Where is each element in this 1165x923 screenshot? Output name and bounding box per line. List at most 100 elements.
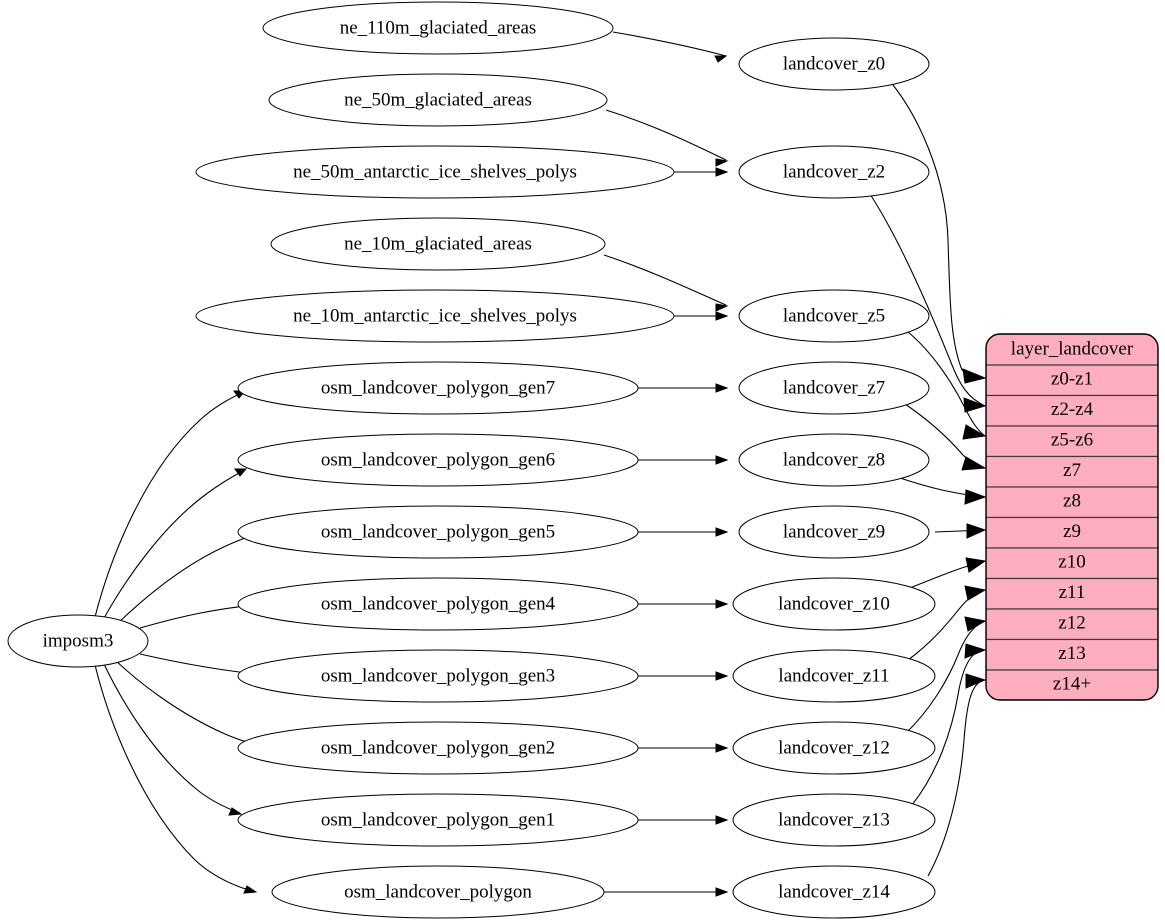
node-landcover-z14[interactable]: landcover_z14 [732, 865, 936, 919]
arrowhead-ne50mglac-to-z2 [715, 158, 729, 167]
node-osm-landcover-polygon-gen6[interactable]: osm_landcover_polygon_gen6 [237, 433, 639, 487]
node-osm-landcover-polygon-gen4-shape[interactable] [237, 577, 639, 631]
node-landcover-z7-shape[interactable] [738, 361, 930, 415]
node-landcover-z8[interactable]: landcover_z8 [738, 433, 930, 487]
arrowhead-imposm3-to-gen1 [228, 807, 243, 816]
node-ne-50m-glaciated-areas-label: ne_50m_glaciated_areas [344, 89, 532, 110]
table-row-label-z13: z13 [1058, 643, 1085, 664]
node-osm-landcover-polygon-gen3-shape[interactable] [237, 649, 639, 703]
edge-ne50mglac-to-z2 [605, 109, 727, 161]
edge-imposm3-to-polygon [94, 664, 256, 893]
table-row-cell[interactable] [986, 364, 1158, 397]
table-row-cell[interactable] [986, 608, 1158, 641]
node-landcover-z12-shape[interactable] [732, 721, 936, 775]
node-osm-landcover-polygon-gen7-shape[interactable] [237, 361, 639, 415]
arrowhead-imposm3-to-polygon [243, 885, 258, 894]
node-landcover-z11-label: landcover_z11 [778, 665, 889, 686]
table-outer-border [985, 333, 1159, 701]
edge-imposm3-to-gen5 [115, 531, 266, 626]
edge-z5-to-row-z5z6 [907, 331, 986, 437]
node-ne-10m-glaciated-areas-label: ne_10m_glaciated_areas [344, 233, 532, 254]
edge-z0-tail [961, 369, 986, 379]
node-ne-110m-glaciated-areas-shape[interactable] [262, 1, 614, 55]
node-landcover-z9[interactable]: landcover_z9 [738, 505, 930, 559]
node-landcover-z10-shape[interactable] [732, 577, 936, 631]
node-landcover-z13[interactable]: landcover_z13 [732, 793, 936, 847]
node-imposm3[interactable]: imposm3 [7, 614, 149, 668]
table-row-label-z0z1: z0-z1 [1051, 368, 1093, 389]
table-row-cell[interactable] [986, 577, 1158, 610]
node-osm-landcover-polygon-gen2-shape[interactable] [237, 721, 639, 775]
arrowhead-gen5-to-z9 [715, 527, 729, 537]
node-landcover-z7[interactable]: landcover_z7 [738, 361, 930, 415]
node-ne-50m-glaciated-areas-shape[interactable] [268, 73, 608, 127]
arrowhead-z11-to-row-z11 [964, 585, 987, 601]
node-landcover-z8-label: landcover_z8 [783, 449, 885, 470]
arrowhead-ne50mant-to-z2 [715, 167, 729, 177]
node-landcover-z10-label: landcover_z10 [778, 593, 890, 614]
node-landcover-z12[interactable]: landcover_z12 [732, 721, 936, 775]
node-osm-landcover-polygon-gen3-label: osm_landcover_polygon_gen3 [321, 665, 555, 686]
arrowhead-z5-to-row-z5z6 [962, 424, 987, 440]
node-osm-landcover-polygon[interactable]: osm_landcover_polygon [271, 865, 605, 919]
table-row-label-z5z6: z5-z6 [1051, 429, 1093, 450]
node-osm-landcover-polygon-label: osm_landcover_polygon [344, 881, 532, 902]
node-osm-landcover-polygon-gen5-shape[interactable] [237, 505, 639, 559]
arrowhead-ne110m-to-z0 [714, 55, 728, 63]
node-osm-landcover-polygon-gen2[interactable]: osm_landcover_polygon_gen2 [237, 721, 639, 775]
arrowhead-gen2-to-z12 [715, 743, 729, 753]
table-row-cell[interactable] [986, 455, 1158, 488]
node-osm-landcover-polygon-gen6-shape[interactable] [237, 433, 639, 487]
arrowhead-z2-to-row-z2z4 [963, 397, 987, 413]
node-ne-110m-glaciated-areas[interactable]: ne_110m_glaciated_areas [262, 1, 614, 55]
arrowhead-z12-to-row-z12 [964, 616, 987, 632]
node-ne-10m-glaciated-areas-shape[interactable] [270, 217, 606, 271]
node-ne-10m-glaciated-areas[interactable]: ne_10m_glaciated_areas [270, 217, 606, 271]
node-osm-landcover-polygon-gen1[interactable]: osm_landcover_polygon_gen1 [237, 793, 639, 847]
table-row-label-z8: z8 [1063, 490, 1081, 511]
node-landcover-z0-shape[interactable] [738, 37, 930, 91]
node-osm-landcover-polygon-shape[interactable] [271, 865, 605, 919]
arrowhead-polygon-to-z14 [715, 887, 729, 897]
edge-imposm3-to-gen7 [94, 391, 245, 618]
node-landcover-z11-shape[interactable] [732, 649, 936, 703]
node-landcover-z2-shape[interactable] [738, 145, 930, 199]
node-osm-landcover-polygon-gen5[interactable]: osm_landcover_polygon_gen5 [237, 505, 639, 559]
node-landcover-z10[interactable]: landcover_z10 [732, 577, 936, 631]
node-osm-landcover-polygon-gen1-shape[interactable] [237, 793, 639, 847]
node-ne-10m-antarctic-ice-shelves-polys-shape[interactable] [195, 289, 675, 343]
layer-landcover-table[interactable]: layer_landcover z0-z1 z2-z4 z5-z6 z7 z8 … [985, 333, 1159, 701]
node-ne-110m-glaciated-areas-label: ne_110m_glaciated_areas [340, 17, 537, 38]
node-osm-landcover-polygon-gen4[interactable]: osm_landcover_polygon_gen4 [237, 577, 639, 631]
node-ne-50m-antarctic-ice-shelves-polys-shape[interactable] [195, 145, 675, 199]
node-landcover-z2[interactable]: landcover_z2 [738, 145, 930, 199]
node-landcover-z2-label: landcover_z2 [783, 161, 885, 182]
node-osm-landcover-polygon-gen7[interactable]: osm_landcover_polygon_gen7 [237, 361, 639, 415]
node-landcover-z14-shape[interactable] [732, 865, 936, 919]
node-ne-50m-antarctic-ice-shelves-polys-label: ne_50m_antarctic_ice_shelves_polys [293, 161, 577, 182]
node-osm-landcover-polygon-gen3[interactable]: osm_landcover_polygon_gen3 [237, 649, 639, 703]
node-landcover-z0-label: landcover_z0 [783, 53, 885, 74]
node-landcover-z11[interactable]: landcover_z11 [732, 649, 936, 703]
node-ne-10m-antarctic-ice-shelves-polys[interactable]: ne_10m_antarctic_ice_shelves_polys [195, 289, 675, 343]
node-osm-landcover-polygon-gen4-label: osm_landcover_polygon_gen4 [321, 593, 556, 614]
node-landcover-z5-shape[interactable] [738, 289, 930, 343]
arrowhead-gen4-to-z10 [715, 599, 729, 609]
edge-z2-to-row-z2z4 [865, 187, 986, 407]
table-row-label-z9: z9 [1063, 521, 1081, 542]
node-ne-50m-antarctic-ice-shelves-polys[interactable]: ne_50m_antarctic_ice_shelves_polys [195, 145, 675, 199]
node-landcover-z0[interactable]: landcover_z0 [738, 37, 930, 91]
node-imposm3-shape[interactable] [7, 614, 149, 668]
arrowhead-gen3-to-z11 [715, 671, 729, 681]
node-landcover-z9-shape[interactable] [738, 505, 930, 559]
node-landcover-z14-label: landcover_z14 [778, 881, 890, 902]
table-row-cell[interactable] [986, 669, 1158, 700]
node-landcover-z8-shape[interactable] [738, 433, 930, 487]
table-row-label-z12: z12 [1058, 612, 1085, 633]
node-ne-50m-glaciated-areas[interactable]: ne_50m_glaciated_areas [268, 73, 608, 127]
table-row-cell[interactable] [986, 516, 1158, 549]
node-landcover-z13-shape[interactable] [732, 793, 936, 847]
node-osm-landcover-polygon-gen1-label: osm_landcover_polygon_gen1 [321, 809, 555, 830]
node-landcover-z5[interactable]: landcover_z5 [738, 289, 930, 343]
